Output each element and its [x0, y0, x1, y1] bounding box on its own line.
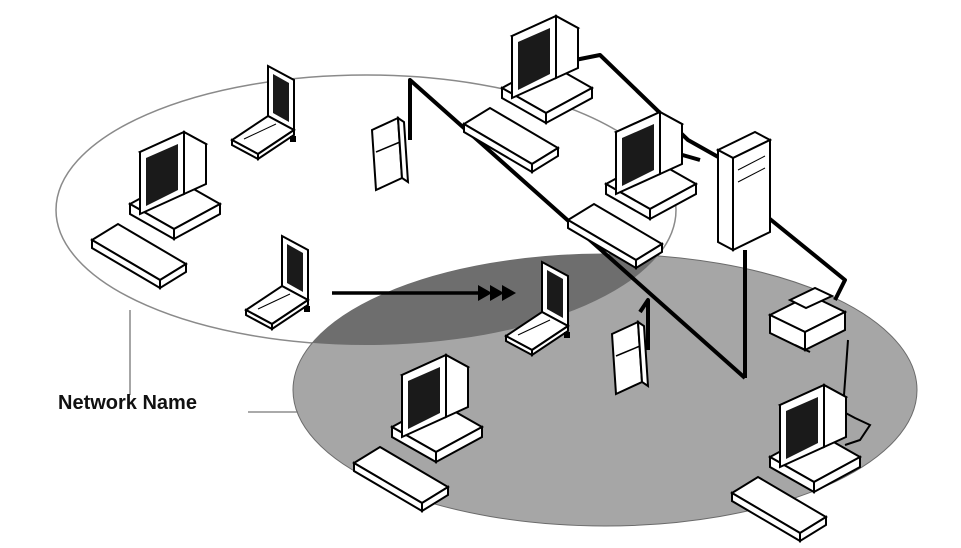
access-point-icon	[371, 117, 409, 191]
move-arrow-icon	[332, 285, 516, 301]
antenna-cable	[838, 339, 872, 446]
network-name-label: Network Name	[58, 392, 197, 414]
printer-icon	[767, 286, 848, 353]
server-tower-icon	[715, 130, 773, 252]
zone-overlap	[293, 254, 676, 345]
ethernet-cables	[408, 53, 847, 380]
access-point-icon	[611, 321, 649, 395]
